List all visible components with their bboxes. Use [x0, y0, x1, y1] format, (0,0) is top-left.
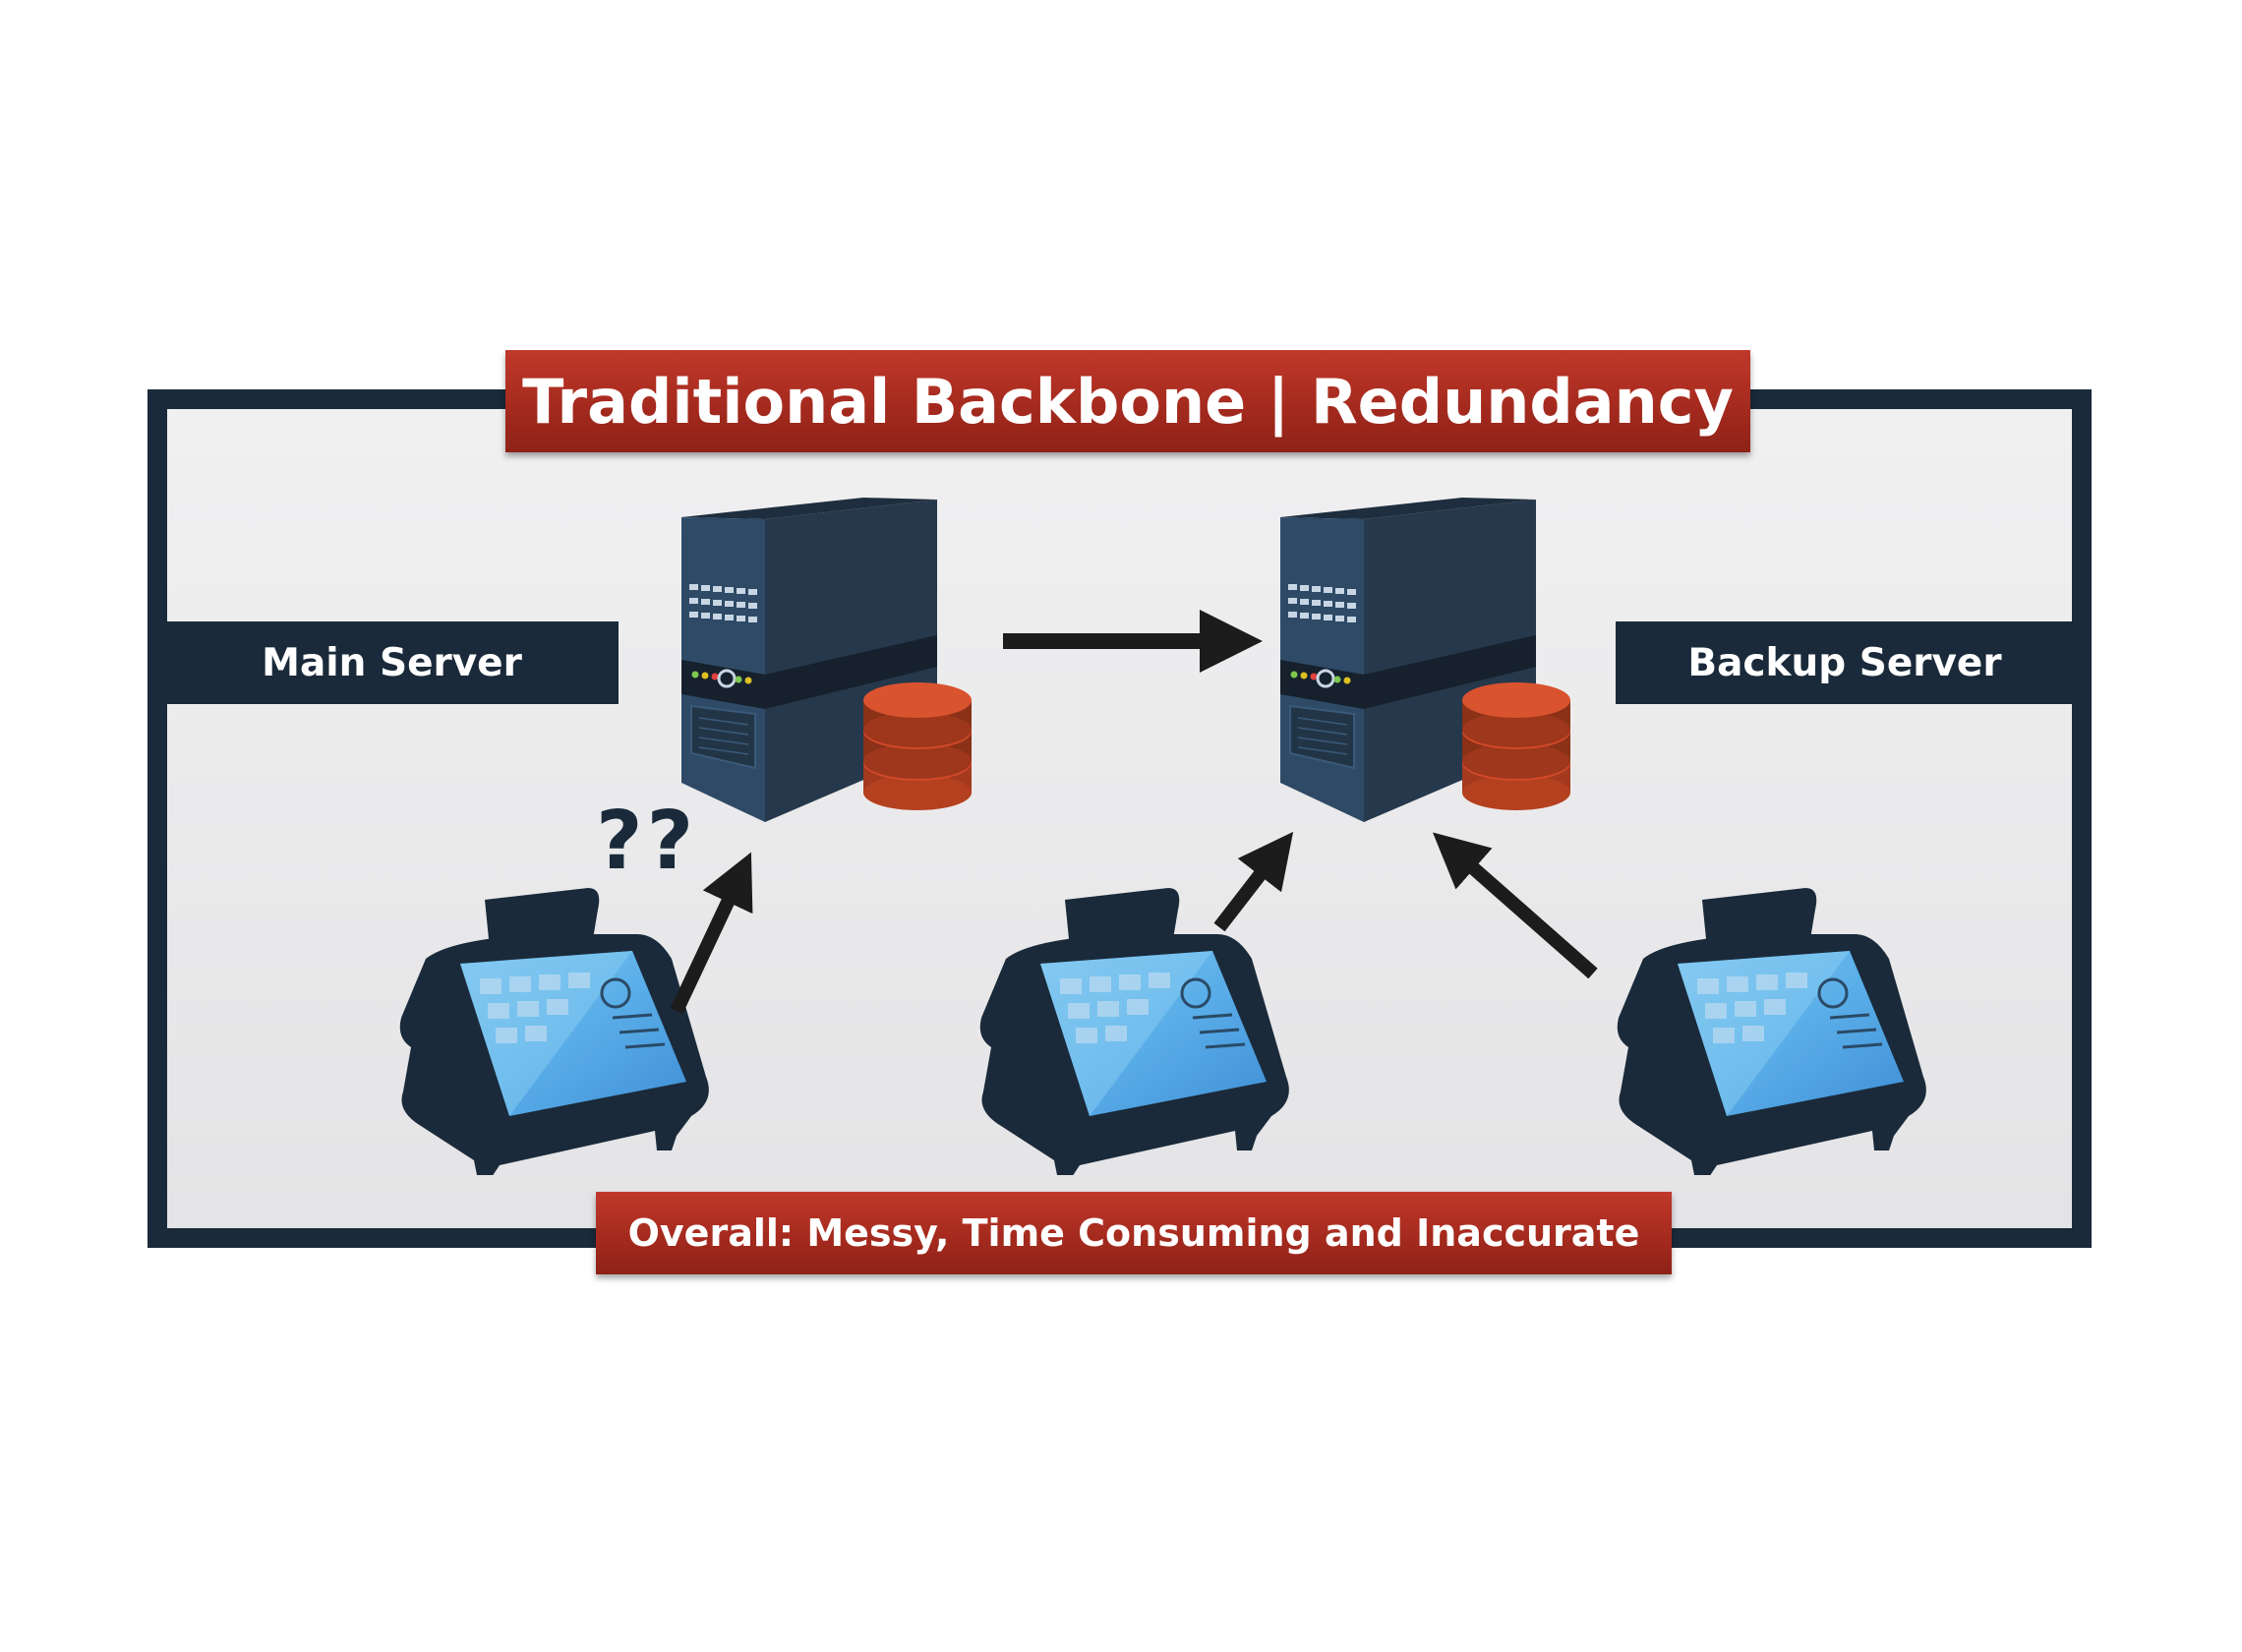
pos-terminal-icon: [398, 886, 711, 1175]
main-server-icon: [681, 498, 974, 824]
backup-server-label: Backup Server: [1616, 621, 2074, 704]
diagram-title: Traditional Backbone | Redundancy: [505, 350, 1750, 452]
arrow-terminal2-to-backup: [1213, 831, 1294, 932]
question-marks: ??: [596, 795, 698, 888]
main-server-label: Main Server: [165, 621, 619, 704]
backup-server-icon: [1280, 498, 1572, 824]
arrow-terminal1-to-main: [670, 852, 753, 1014]
arrow-terminal3-to-backup: [1432, 832, 1598, 979]
pos-terminal-icon: [1616, 886, 1928, 1175]
summary-banner: Overall: Messy, Time Consuming and Inacc…: [596, 1192, 1672, 1274]
pos-terminal-icon: [978, 886, 1291, 1175]
